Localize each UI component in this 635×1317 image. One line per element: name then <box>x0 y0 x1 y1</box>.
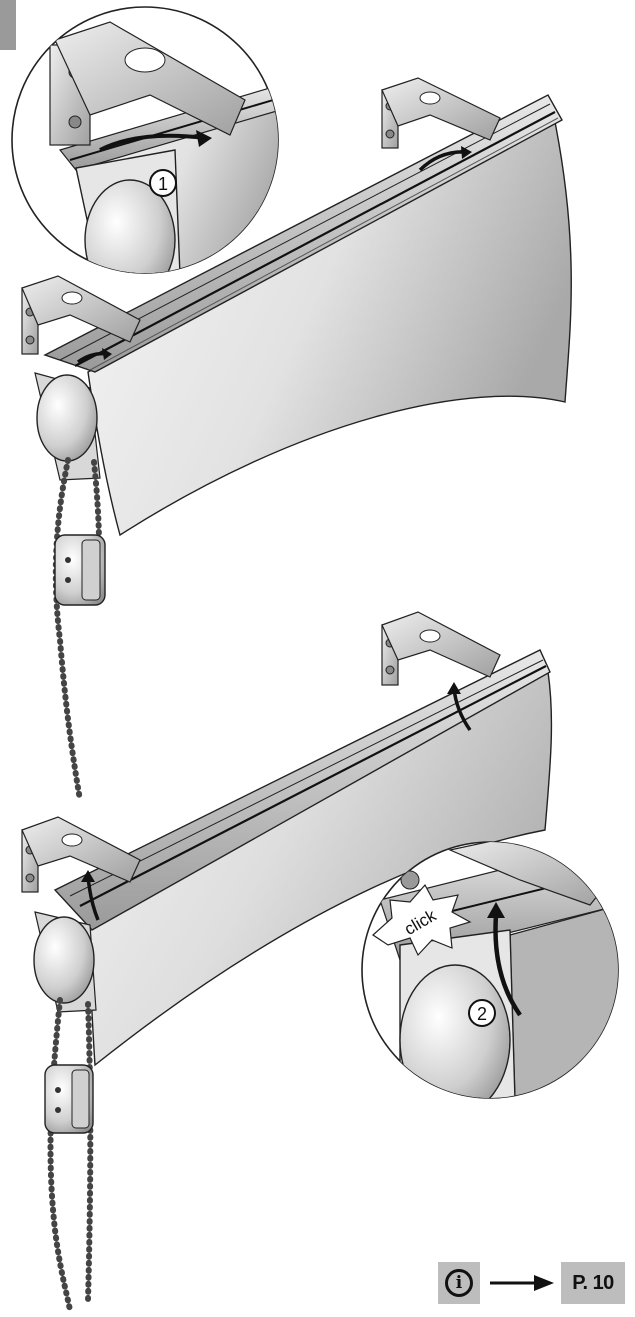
page-corner-tab <box>0 0 16 50</box>
step-1-badge: 1 <box>158 174 168 194</box>
chain-control-top <box>54 534 106 606</box>
end-cap-bottom <box>33 916 95 1004</box>
end-cap-top <box>36 374 98 462</box>
bottom-assembly <box>21 611 553 1313</box>
headrail-top <box>43 94 563 373</box>
headrail-bottom <box>53 649 551 931</box>
bracket-right-top <box>381 77 501 149</box>
top-assembly <box>21 77 572 803</box>
page-reference[interactable]: P. 10 <box>561 1262 625 1304</box>
click-burst <box>372 883 472 957</box>
info-box: i <box>438 1262 480 1304</box>
blind-fabric-top <box>87 120 572 537</box>
blind-fabric-bottom <box>87 670 553 1067</box>
step-2-badge: 2 <box>477 1004 487 1024</box>
right-arrow-icon <box>490 1275 554 1291</box>
chain-control-bottom <box>44 1064 94 1134</box>
info-icon: i <box>445 1269 473 1297</box>
info-symbol: i <box>455 1272 463 1293</box>
bracket-right-bottom <box>381 611 501 686</box>
bracket-left-bottom <box>21 816 141 893</box>
bead-chain-bottom <box>47 997 94 1313</box>
page-reference-label: P. 10 <box>572 1271 614 1294</box>
bead-chain-top <box>52 457 103 803</box>
bracket-left-top <box>21 275 141 355</box>
zoom-circle-bottom: click 2 <box>361 841 619 1099</box>
